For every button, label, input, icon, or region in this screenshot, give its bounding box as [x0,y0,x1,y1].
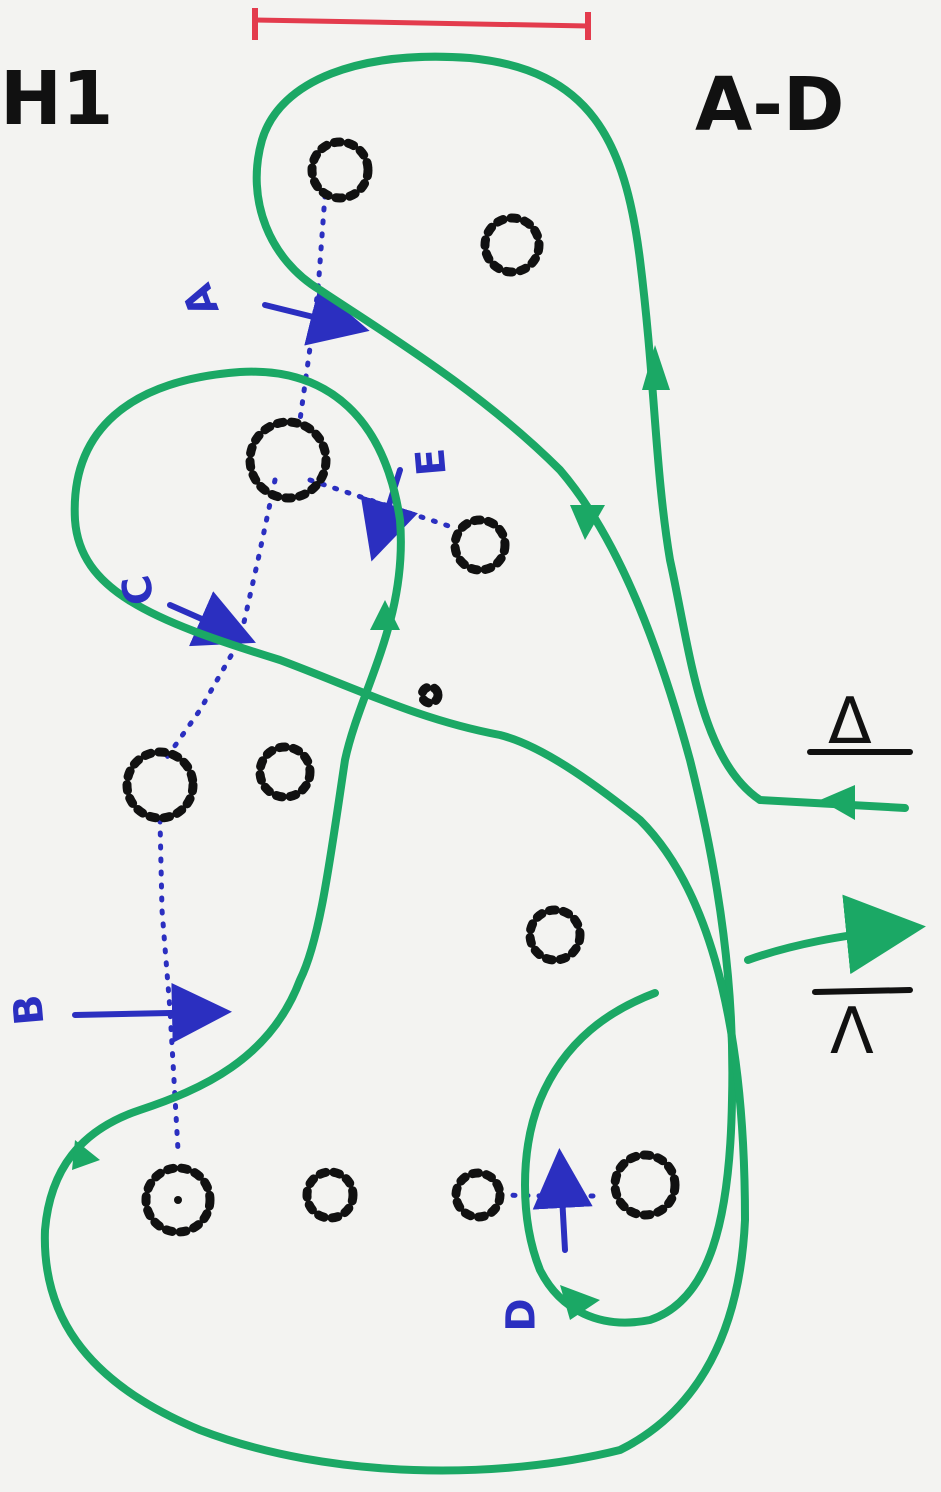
cut-label-b: B [5,992,54,1028]
curve-direction-arrows [72,345,855,1320]
cut-label-e: E [407,446,456,478]
hole-center-dot [174,1196,182,1204]
holes [122,137,680,1237]
cut-label-d: D [498,1298,545,1332]
title-left: H1 [0,56,114,142]
symbol-upper: Δ [828,685,872,759]
green-curve [40,52,926,1475]
symbol-bars [807,749,913,995]
title-right: A-D [695,62,845,148]
red-scale-bar [252,8,591,40]
symbol-lower: Λ [830,995,874,1069]
